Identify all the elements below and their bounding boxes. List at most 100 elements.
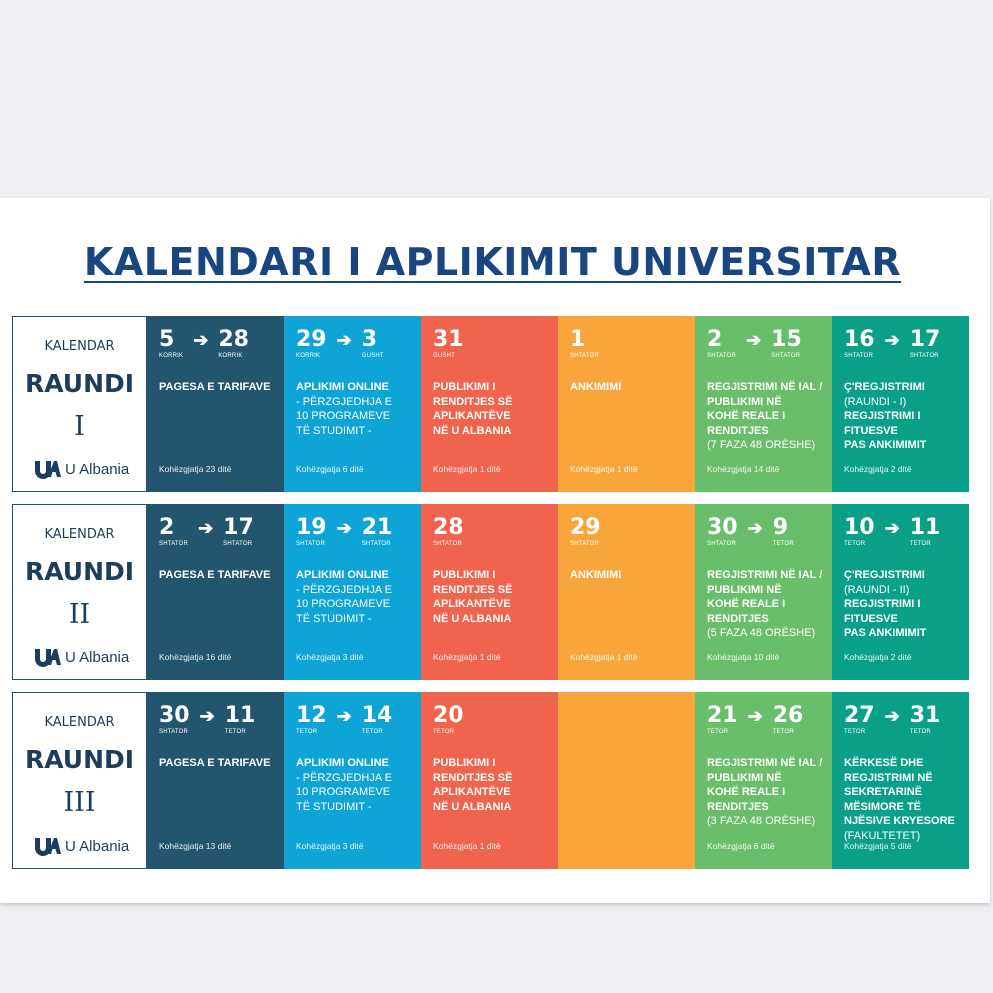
end-month: TETOR bbox=[772, 729, 794, 735]
description-line: (5 FAZA 48 ORËSHE) bbox=[707, 627, 816, 639]
duration-text: Kohëzgjatja 6 ditë bbox=[707, 841, 775, 851]
kalendar-label: KALENDAR bbox=[44, 715, 115, 730]
description-line: TË STUDIMIT - bbox=[296, 612, 372, 625]
description-line: RENDITJES SË bbox=[433, 771, 513, 784]
step-description: PAGESA E TARIFAVE bbox=[159, 756, 278, 771]
description-line: NË U ALBANIA bbox=[433, 800, 512, 813]
round-number: I bbox=[74, 411, 85, 442]
description-line: 10 PROGRAMEVE bbox=[296, 598, 391, 610]
brand-name: U Albania bbox=[65, 460, 130, 478]
description-line: FITUESVE bbox=[844, 424, 898, 437]
description-line: RENDITJES bbox=[707, 800, 769, 813]
start-month: SHTATOR bbox=[159, 729, 189, 735]
duration-text: Kohëzgjatja 6 ditë bbox=[296, 464, 364, 474]
start-month: TETOR bbox=[844, 729, 866, 735]
end-month: TETOR bbox=[909, 729, 931, 735]
description-line: RENDITJES SË bbox=[433, 583, 513, 596]
start-day: 2 bbox=[707, 327, 723, 352]
start-month: TETOR bbox=[707, 729, 729, 735]
arrow-right-icon: ➔ bbox=[747, 518, 763, 538]
description-line: FITUESVE bbox=[844, 612, 898, 625]
step-description: ANKIMIMI bbox=[570, 380, 689, 395]
description-line: APLIKANTËVE bbox=[433, 786, 511, 798]
timeline-cell bbox=[558, 692, 695, 869]
ualbania-logo-icon bbox=[35, 649, 61, 667]
end-day: 11 bbox=[909, 515, 941, 540]
end-day: 3 bbox=[361, 327, 378, 352]
description-line: PUBLIKIMI NË bbox=[707, 583, 782, 596]
brand-name: U Albania bbox=[65, 648, 130, 666]
start-month: KORRIK bbox=[296, 353, 321, 359]
start-day: 30 bbox=[159, 703, 190, 728]
description-line: REGJISTRIMI NË IAL / bbox=[707, 757, 823, 769]
end-month: TETOR bbox=[361, 729, 383, 735]
description-line: APLIKIMI ONLINE bbox=[296, 381, 389, 393]
description-line: KOHË REALE I bbox=[707, 410, 786, 422]
end-day: 9 bbox=[772, 515, 789, 540]
arrow-right-icon: ➔ bbox=[746, 330, 762, 350]
start-month: SHTATOR bbox=[570, 353, 600, 359]
start-day: 31 bbox=[433, 327, 464, 352]
arrow-right-icon: ➔ bbox=[336, 706, 352, 726]
start-month: TETOR bbox=[296, 729, 318, 735]
end-month: TETOR bbox=[772, 541, 794, 547]
description-line: PAGESA E TARIFAVE bbox=[159, 381, 271, 393]
step-description: ANKIMIMI bbox=[570, 568, 689, 583]
description-line: (RAUNDI - I) bbox=[844, 395, 907, 408]
end-day: 14 bbox=[361, 703, 393, 728]
start-month: SHTATOR bbox=[570, 541, 600, 547]
end-day: 17 bbox=[909, 327, 941, 352]
description-line: TË STUDIMIT - bbox=[296, 800, 372, 813]
arrow-right-icon: ➔ bbox=[193, 330, 209, 350]
description-line: REGJISTRIMI NË bbox=[844, 771, 933, 784]
round-number: II bbox=[68, 599, 91, 630]
step-description: PAGESA E TARIFAVE bbox=[159, 568, 278, 583]
description-line: 10 PROGRAMEVE bbox=[296, 786, 391, 798]
kalendar-label: KALENDAR bbox=[44, 339, 115, 354]
description-line: KOHË REALE I bbox=[707, 598, 786, 610]
description-line: NË U ALBANIA bbox=[433, 612, 512, 625]
description-line: TË STUDIMIT - bbox=[296, 424, 372, 437]
description-line: PAS ANKIMIMIT bbox=[844, 627, 927, 639]
duration-text: Kohëzgjatja 1 ditë bbox=[433, 464, 501, 474]
page-title: KALENDARI I APLIKIMIT UNIVERSITAR bbox=[83, 240, 902, 284]
raundi-label: RAUNDI bbox=[24, 557, 135, 586]
end-day: 15 bbox=[771, 327, 802, 352]
description-line: ANKIMIMI bbox=[570, 381, 622, 393]
